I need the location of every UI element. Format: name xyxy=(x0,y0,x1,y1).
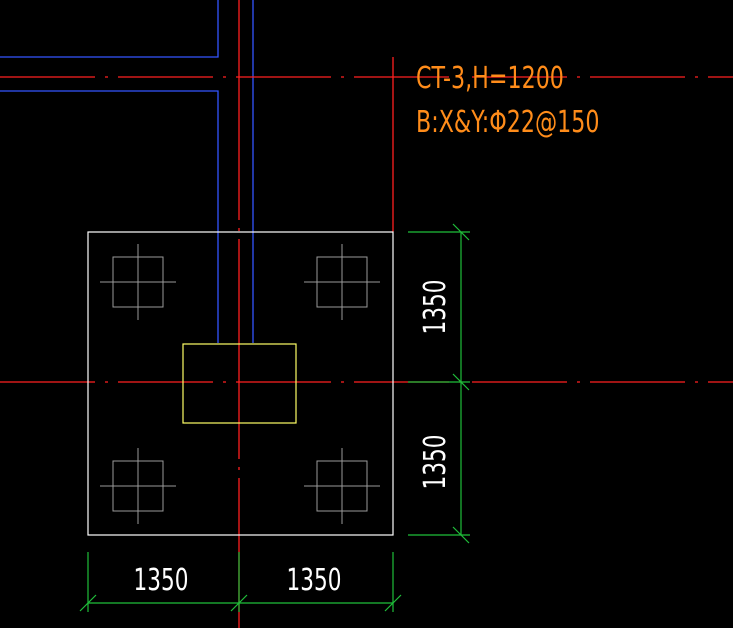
pile-top-left[interactable] xyxy=(100,244,176,320)
pile-cap-outline[interactable] xyxy=(87,231,394,536)
column-outline[interactable] xyxy=(182,343,297,424)
dimension-text-right-top: 1350 xyxy=(419,280,453,335)
dimension-text-bottom-left: 1350 xyxy=(134,564,189,598)
annotation-line-2: B:X&Y:Φ22@150 xyxy=(416,106,600,140)
pile-bottom-left[interactable] xyxy=(100,448,176,524)
pile-top-right[interactable] xyxy=(304,244,380,320)
dimension-bottom xyxy=(79,552,402,612)
dimension-text-right-bottom: 1350 xyxy=(419,435,453,490)
wall-line-upper xyxy=(0,0,219,58)
piles xyxy=(100,244,380,524)
dimension-right xyxy=(408,223,470,544)
wall-lines xyxy=(0,0,254,343)
wall-line-lower xyxy=(0,90,219,343)
dimension-text-bottom-right: 1350 xyxy=(287,564,342,598)
annotation-line-1: CT-3,H=1200 xyxy=(416,62,564,96)
pile-bottom-right[interactable] xyxy=(304,448,380,524)
